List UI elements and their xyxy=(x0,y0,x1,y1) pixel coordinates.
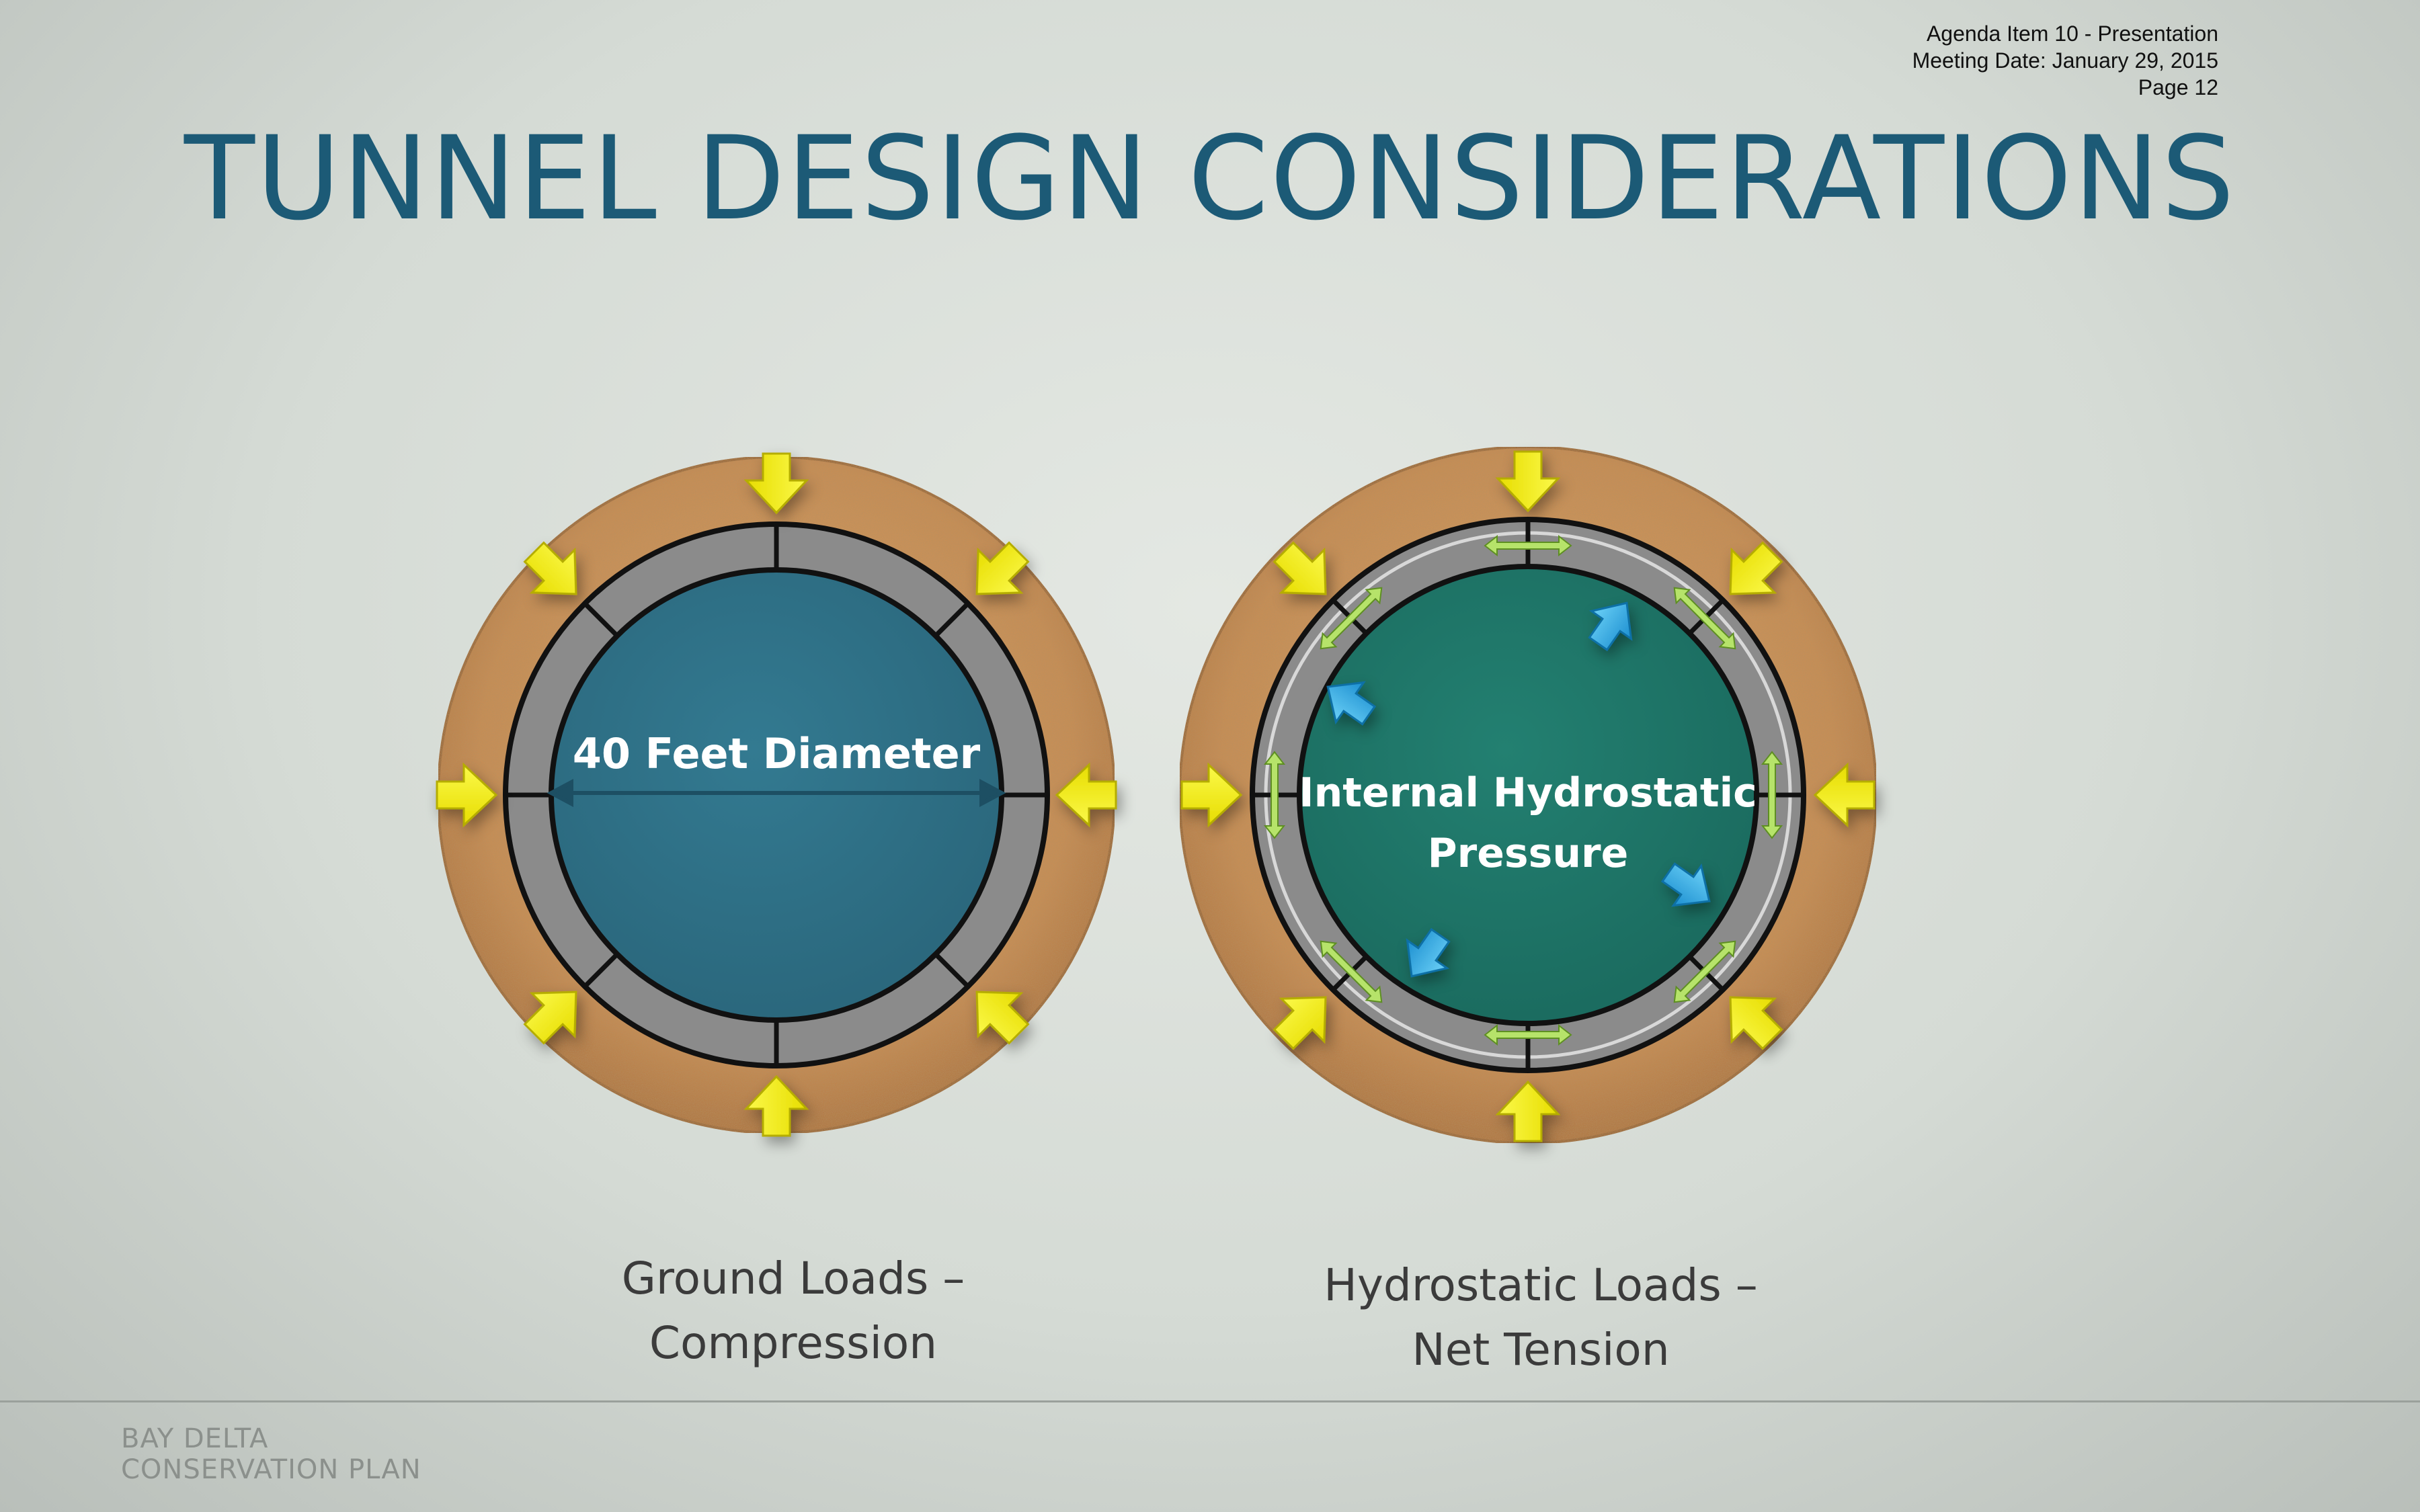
footer-logo: BAY DELTA CONSERVATION PLAN xyxy=(121,1423,421,1485)
slide-title: TUNNEL DESIGN CONSIDERATIONS xyxy=(184,111,2236,246)
green-double-arrow-icon xyxy=(1263,751,1286,839)
blue-outward-arrow-icon xyxy=(1326,681,1377,726)
left-caption-line1: Ground Loads – xyxy=(621,1253,965,1304)
blue-outward-arrow-icon xyxy=(1588,601,1633,652)
yellow-inward-arrow-icon xyxy=(436,762,498,828)
yellow-inward-arrow-icon xyxy=(1729,996,1783,1050)
pressure-label-line2: Pressure xyxy=(1428,830,1629,877)
green-double-arrow-icon xyxy=(1484,534,1572,557)
right-caption-line1: Hydrostatic Loads – xyxy=(1324,1259,1758,1311)
pressure-label-line1: Internal Hydrostatic xyxy=(1299,769,1757,816)
page-number: Page 12 xyxy=(2138,75,2218,99)
lining-joints xyxy=(506,524,1047,1066)
right-caption: Hydrostatic Loads – Net Tension xyxy=(1238,1253,1843,1382)
yellow-inward-arrow-icon xyxy=(1273,541,1327,595)
pressure-arrows xyxy=(1326,601,1711,978)
hydrostatic-load-arrows xyxy=(1180,450,1876,1142)
blue-outward-arrow-icon xyxy=(1660,862,1711,907)
diameter-label: 40 Feet Diameter xyxy=(573,729,981,778)
green-double-arrow-icon xyxy=(1320,587,1383,650)
yellow-inward-arrow-icon xyxy=(1180,762,1243,828)
yellow-inward-arrow-icon xyxy=(1273,996,1327,1050)
agenda-info: Agenda Item 10 - Presentation Meeting Da… xyxy=(1613,20,2218,101)
logo-line2: CONSERVATION PLAN xyxy=(121,1454,421,1485)
yellow-inward-arrow-icon xyxy=(1729,541,1783,595)
yellow-inward-arrow-icon xyxy=(975,991,1030,1045)
yellow-inward-arrow-icon xyxy=(1495,1080,1561,1142)
tension-arrows xyxy=(1263,534,1783,1046)
ground-loads-diagram: 40 Feet Diameter xyxy=(436,452,1117,1137)
yellow-inward-arrow-icon xyxy=(743,452,809,515)
footer-divider xyxy=(0,1400,2420,1402)
yellow-inward-arrow-icon xyxy=(523,541,577,595)
diameter-arrow xyxy=(547,779,1006,807)
left-caption: Ground Loads – Compression xyxy=(491,1247,1096,1376)
green-double-arrow-icon xyxy=(1484,1023,1572,1046)
logo-line1: BAY DELTA xyxy=(121,1423,269,1454)
yellow-inward-arrow-icon xyxy=(743,1075,809,1137)
blue-outward-arrow-icon xyxy=(1406,927,1451,978)
right-caption-line2: Net Tension xyxy=(1412,1324,1670,1376)
ground-load-arrows xyxy=(436,452,1117,1137)
yellow-inward-arrow-icon xyxy=(1813,762,1876,828)
left-caption-line2: Compression xyxy=(649,1317,938,1369)
green-double-arrow-icon xyxy=(1761,751,1783,839)
yellow-inward-arrow-icon xyxy=(1055,762,1117,828)
green-double-arrow-icon xyxy=(1320,940,1383,1003)
meeting-date: Meeting Date: January 29, 2015 xyxy=(1912,48,2218,73)
agenda-item: Agenda Item 10 - Presentation xyxy=(1926,22,2218,46)
green-double-arrow-icon xyxy=(1673,587,1736,650)
yellow-inward-arrow-icon xyxy=(523,991,577,1045)
hydrostatic-loads-diagram: Internal Hydrostatic Pressure xyxy=(1178,446,1878,1144)
green-double-arrow-icon xyxy=(1673,940,1736,1003)
yellow-inward-arrow-icon xyxy=(975,541,1030,595)
yellow-inward-arrow-icon xyxy=(1495,450,1561,513)
